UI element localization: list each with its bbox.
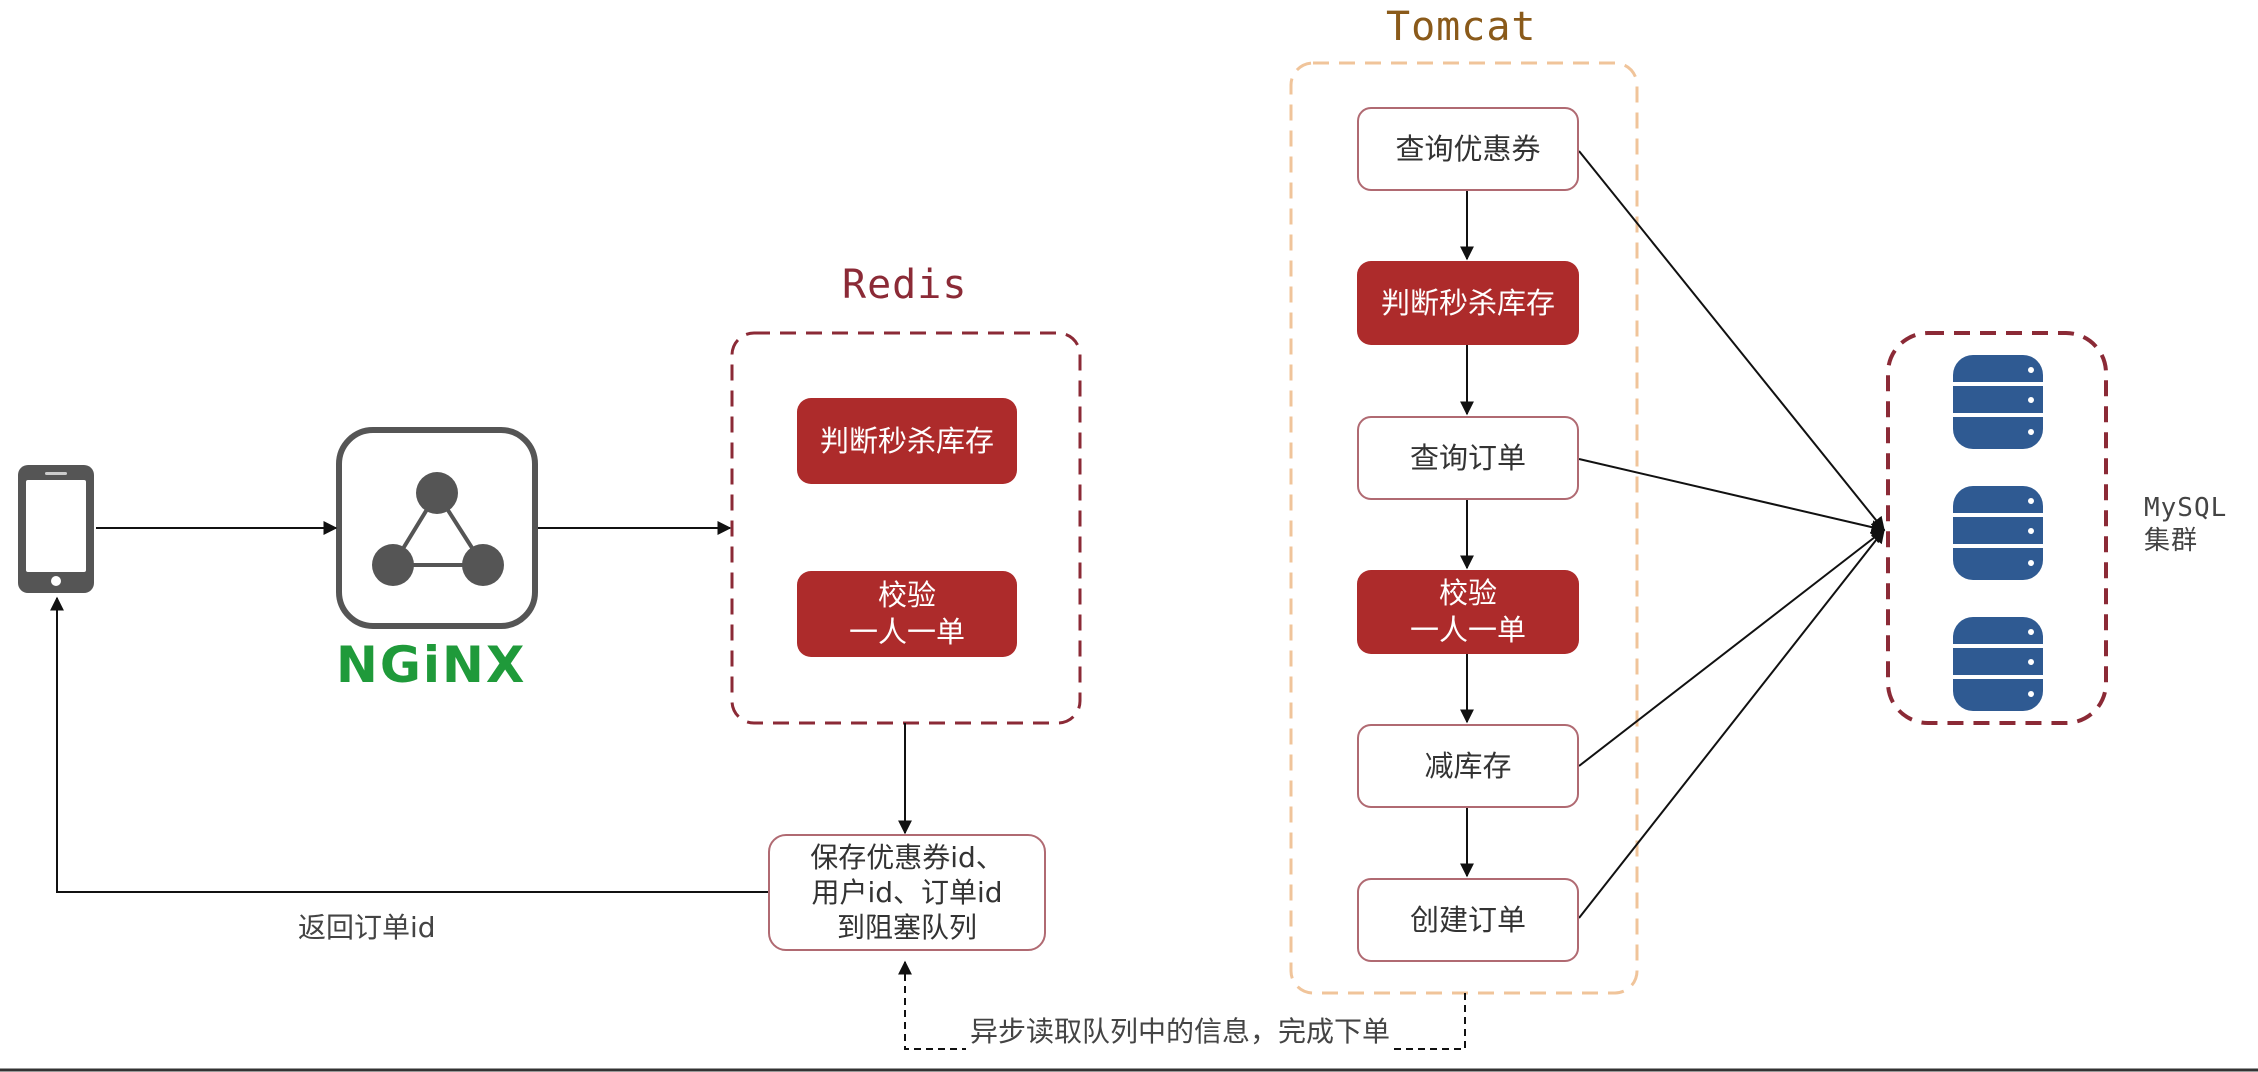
tomcat-one-order-check-box: 校验 一人一单 bbox=[1357, 570, 1579, 654]
tomcat-query-order-box: 查询订单 bbox=[1357, 416, 1579, 500]
tomcat-create-order-box: 创建订单 bbox=[1357, 878, 1579, 962]
redis-group-border bbox=[730, 331, 1082, 725]
arrow-return-order-id bbox=[50, 596, 768, 893]
tomcat-stock-check-box: 判断秒杀库存 bbox=[1357, 261, 1579, 345]
database-icon bbox=[1953, 617, 2043, 711]
blocking-queue-box: 保存优惠券id、 用户id、订单id 到阻塞队列 bbox=[768, 834, 1046, 951]
arrow-reduce-stock-to-mysql bbox=[1578, 529, 1886, 767]
tomcat-group-border bbox=[1289, 61, 1639, 995]
phone-icon bbox=[18, 465, 94, 593]
database-icon bbox=[1953, 355, 2043, 449]
redis-stock-check-box: 判断秒杀库存 bbox=[797, 398, 1017, 484]
arrow-create-order-to-mysql bbox=[1578, 528, 1885, 919]
return-order-id-label: 返回订单id bbox=[298, 911, 436, 944]
redis-one-order-check-box: 校验 一人一单 bbox=[797, 571, 1017, 657]
arrow-query-order-to-mysql bbox=[1578, 458, 1886, 534]
mysql-cluster-label: MySQL 集群 bbox=[2144, 493, 2228, 556]
arrow-query-coupon-to-mysql bbox=[1578, 150, 1885, 532]
tomcat-reduce-stock-box: 减库存 bbox=[1357, 724, 1579, 808]
async-read-label: 异步读取队列中的信息，完成下单 bbox=[966, 1010, 1395, 1050]
nginx-icon bbox=[336, 427, 538, 629]
database-icon bbox=[1953, 486, 2043, 580]
tomcat-title: Tomcat bbox=[1386, 4, 1537, 50]
redis-title: Redis bbox=[842, 262, 968, 308]
tomcat-query-coupon-box: 查询优惠券 bbox=[1357, 107, 1579, 191]
nginx-wordmark: NGiNX bbox=[336, 636, 527, 694]
